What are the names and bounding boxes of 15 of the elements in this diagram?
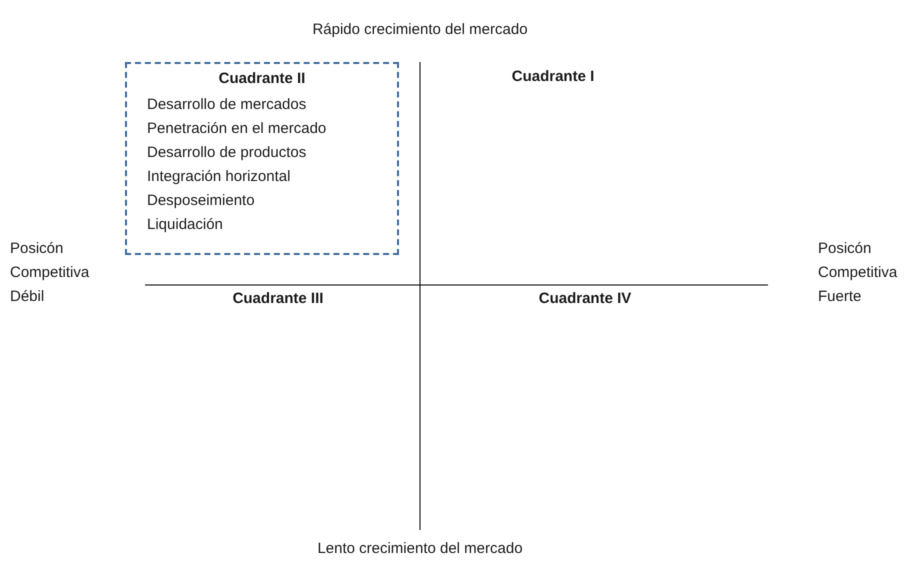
quadrant-label: Cuadrante III: [232, 289, 324, 309]
strategy-item: Desposeimiento: [147, 191, 256, 211]
quadrant-heading: Cuadrante II: [218, 69, 306, 89]
dashed-quadrant-box: [125, 62, 399, 255]
strategy-item: Desarrollo de mercados: [147, 95, 308, 115]
axis-label: Rápido crecimiento del mercado: [311, 20, 529, 40]
strategy-item: Desarrollo de productos: [147, 143, 308, 163]
quadrant-label: Cuadrante IV: [538, 289, 632, 309]
strategy-item: Liquidación: [147, 215, 224, 235]
axis-label: Posicón Competitiva Débil: [10, 239, 90, 307]
strategy-item: Integración horizontal: [147, 167, 292, 187]
axis-label: Lento crecimiento del mercado: [316, 539, 524, 559]
strategy-item: Penetración en el mercado: [147, 119, 328, 139]
quadrant-label: Cuadrante I: [510, 67, 596, 87]
axis-label: Posicón Competitiva Fuerte: [818, 239, 898, 307]
